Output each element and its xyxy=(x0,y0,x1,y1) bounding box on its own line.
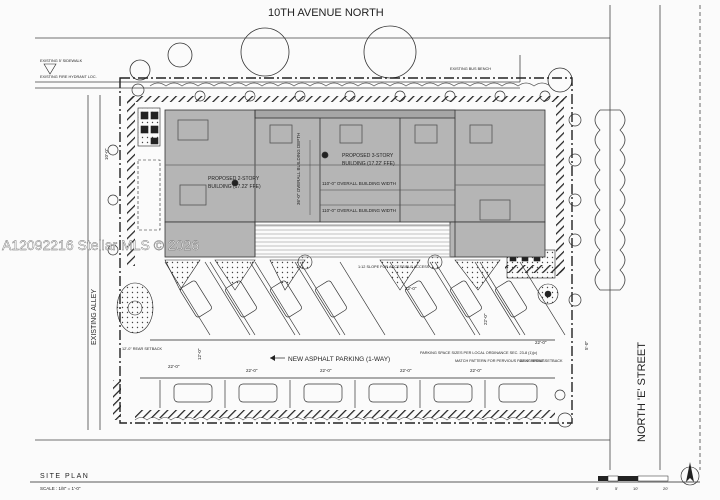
left-island-tree xyxy=(127,300,143,316)
street-label-right: NORTH 'E' STREET xyxy=(636,342,648,442)
note-rear-setback: 12'-0" REAR SETBACK xyxy=(122,347,163,351)
parking-lot-edges xyxy=(140,339,555,379)
car-outline-icon xyxy=(433,383,473,403)
note-parking-size: PARKING SPACE SIZES PER LOCAL ORDINANCE … xyxy=(420,351,538,355)
building-labels: PROPOSED 2-STORY BUILDING (17.22' FFE) P… xyxy=(208,133,396,213)
car-outline-icon xyxy=(180,280,212,318)
dim-12: 12'-0" xyxy=(197,348,202,360)
building-width-label-2: 110'-0" OVERALL BUILDING WIDTH xyxy=(322,208,396,213)
building-width-label-1: 110'-0" OVERALL BUILDING WIDTH xyxy=(322,181,396,186)
dim-22-b: 22'-0" xyxy=(246,368,258,373)
car-outline-icon xyxy=(495,280,527,318)
hydrant-icon xyxy=(43,63,57,75)
car-outline-icon xyxy=(303,383,343,403)
dim-22-d: 22'-0" xyxy=(400,368,412,373)
right-street-canopy xyxy=(594,109,626,291)
note-front-setback: 22'-0" FRONT SETBACK xyxy=(520,359,563,363)
street-label-top: 10TH AVENUE NORTH xyxy=(268,7,384,19)
note-existing-bus: EXISTING BUS BENCH xyxy=(450,67,491,71)
car-outline-icon xyxy=(270,280,302,318)
note-slope: 1:12 SLOPE FOR ACCESSIBLE ACCESS xyxy=(358,265,430,269)
landscape-islands xyxy=(164,259,501,291)
note-existing-sidewalk: EXISTING 5' SIDEWALK xyxy=(40,59,83,63)
angled-parking-spaces xyxy=(164,261,566,336)
parallel-stall xyxy=(289,380,343,408)
scale-tick-0: 0' xyxy=(596,486,599,491)
note-match-pattern: MATCH PATTERN FOR PERVIOUS PAVING AREAS xyxy=(455,359,545,363)
car-outline-icon xyxy=(315,280,347,318)
car-outline-icon xyxy=(450,280,482,318)
planters-left xyxy=(137,107,161,231)
building-a-label-2: BUILDING (17.22' FFE) xyxy=(208,184,261,190)
dim-10: 10'-0" xyxy=(104,148,109,160)
angled-stall xyxy=(209,261,296,336)
north-arrow-icon xyxy=(680,462,700,486)
building-b-label-2: BUILDING (17.22' FFE) xyxy=(342,161,395,167)
angled-stall xyxy=(254,261,341,336)
planters-right xyxy=(297,249,559,305)
parking-hedges xyxy=(134,417,544,421)
street-edges xyxy=(35,5,701,470)
dim-22-a: 22'-0" xyxy=(168,364,180,369)
parking-label-group: NEW ASPHALT PARKING (1-WAY) xyxy=(270,355,390,363)
car-outline-icon xyxy=(238,383,278,403)
angled-stall xyxy=(299,261,386,336)
parallel-stall xyxy=(159,380,213,408)
parallel-parking-row xyxy=(159,380,538,408)
scale-label: SCALE : 1/8" = 1'-0" xyxy=(40,486,81,491)
scale-tick-2: 10' xyxy=(633,486,638,491)
perimeter-shrubs xyxy=(107,83,582,428)
note-existing-hydrant: EXISTING FIRE HYDRANT LOC. xyxy=(40,75,97,79)
shrub-band-top xyxy=(149,82,551,87)
building-footprint xyxy=(164,109,546,258)
dim-22-e: 22'-0" xyxy=(470,368,482,373)
dim-22-c: 22'-0" xyxy=(320,368,332,373)
car-outline-icon xyxy=(498,383,538,403)
dim-5: 5'-0" xyxy=(584,341,589,350)
building-dimensions xyxy=(309,140,455,215)
dimension-labels: 22'-0" 22'-0" 22'-0" 22'-0" 22'-0" 12'-0… xyxy=(104,148,589,373)
street-label-left: EXISTING ALLEY xyxy=(91,289,98,345)
building-depth-label: 36'-0" OVERALL BUILDING DEPTH xyxy=(296,133,301,205)
car-outline-icon xyxy=(368,383,408,403)
property-boundary xyxy=(119,77,573,424)
parking-label: NEW ASPHALT PARKING (1-WAY) xyxy=(288,356,390,363)
parallel-stall xyxy=(354,380,408,408)
dim-22-h: 22'-0" xyxy=(483,313,488,325)
page-title: SITE PLAN xyxy=(40,473,89,480)
scale-tick-3: 20' xyxy=(663,486,668,491)
car-outline-icon xyxy=(405,280,437,318)
parallel-stall xyxy=(419,380,473,408)
dim-22-f: 22'-0" xyxy=(535,340,547,345)
dim-22-g: 22'-0" xyxy=(405,286,417,291)
parallel-stall xyxy=(484,380,538,408)
building-a-label-1: PROPOSED 2-STORY xyxy=(208,176,260,182)
annotation-notes: 12'-0" REAR SETBACK 22'-0" FRONT SETBACK… xyxy=(40,59,563,363)
left-island xyxy=(116,282,154,334)
parallel-stall xyxy=(224,380,278,408)
car-outline-icon xyxy=(173,383,213,403)
scale-bar: 0' 5' 10' 20' xyxy=(596,475,668,491)
watermark: A12092216 Stellar MLS © 2026 xyxy=(2,237,199,253)
scale-tick-1: 5' xyxy=(615,486,618,491)
building-b-label-1: PROPOSED 3-STORY xyxy=(342,153,394,159)
